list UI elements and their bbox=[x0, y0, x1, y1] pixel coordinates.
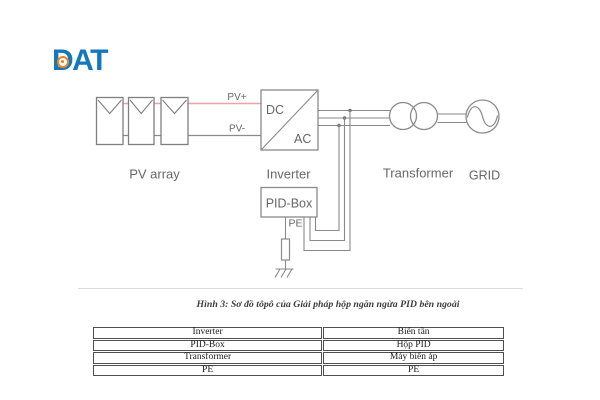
sine-wave-icon bbox=[466, 106, 499, 127]
term-vi: Biến tần bbox=[323, 327, 504, 339]
pe-label: PE bbox=[289, 218, 303, 230]
dat-logo: DAT bbox=[52, 46, 122, 78]
pv-minus-label: PV- bbox=[229, 124, 245, 135]
table-row: Transformer Máy biến áp bbox=[93, 352, 504, 364]
inverter-box: DC AC bbox=[260, 89, 319, 151]
table-row: Inverter Biến tần bbox=[93, 327, 504, 339]
pv-panel-3 bbox=[160, 96, 189, 146]
transformer-grid-wires bbox=[437, 113, 467, 124]
logo-bullseye-icon bbox=[57, 56, 69, 68]
term-vi: Hộp PID bbox=[323, 339, 504, 351]
figure-caption: Hình 3: Sơ đồ tôpô của Giải pháp hộp ngă… bbox=[196, 299, 460, 310]
pv-panel-2-chevron-icon bbox=[129, 99, 153, 115]
ground-icon bbox=[274, 268, 294, 278]
pv-array bbox=[95, 96, 189, 146]
transformer-symbol bbox=[388, 101, 439, 131]
pid-box-label: PID-Box bbox=[266, 197, 313, 211]
pv-array-label: PV array bbox=[129, 167, 180, 182]
inverter-label: Inverter bbox=[266, 167, 311, 182]
term-en: PID-Box bbox=[93, 339, 323, 351]
pv-panel-2 bbox=[127, 96, 155, 146]
term-vi: Máy biến áp bbox=[323, 352, 504, 364]
grid-label: GRID bbox=[469, 169, 500, 183]
section-divider bbox=[78, 288, 523, 289]
pv-panel-3-chevron-icon bbox=[162, 99, 187, 115]
term-en: Transformer bbox=[93, 352, 323, 364]
inverter-ac-label: AC bbox=[294, 132, 311, 146]
pe-resistor bbox=[280, 238, 291, 261]
ac-wires bbox=[318, 109, 390, 127]
table-row: PE PE bbox=[93, 364, 504, 376]
term-en: PE bbox=[93, 364, 323, 376]
term-en: Inverter bbox=[93, 327, 323, 339]
pv-plus-label: PV+ bbox=[227, 92, 246, 103]
term-vi: PE bbox=[323, 364, 504, 376]
inverter-dc-label: DC bbox=[266, 103, 284, 117]
pv-panel-1 bbox=[95, 96, 124, 146]
legend-table: Inverter Biến tần PID-Box Hộp PID Transf… bbox=[92, 326, 505, 377]
grid-symbol bbox=[465, 99, 500, 134]
pe-branch bbox=[274, 217, 294, 278]
pid-tap-wires bbox=[303, 110, 351, 252]
pv-panel-1-chevron-icon bbox=[97, 99, 122, 115]
transformer-label: Transformer bbox=[383, 166, 454, 181]
pid-box: PID-Box bbox=[260, 186, 318, 218]
table-row: PID-Box Hộp PID bbox=[93, 339, 504, 351]
